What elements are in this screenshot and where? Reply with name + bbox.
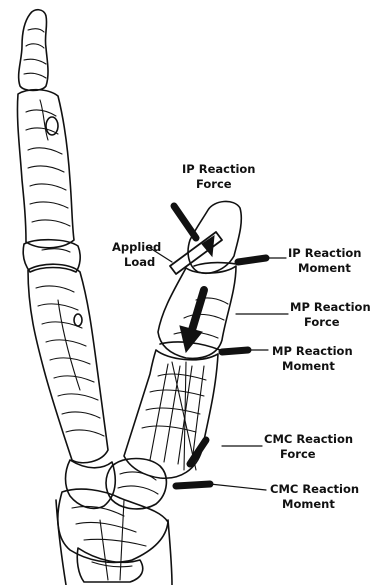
applied-load-line2: Load: [112, 255, 161, 270]
ip-reaction-moment-line2: Moment: [288, 261, 361, 276]
mp-reaction-moment-line1: MP Reaction: [272, 344, 353, 359]
thumb-ip-joint: [194, 263, 236, 266]
ip-reaction-force-line2: Force: [182, 177, 255, 192]
mp-reaction-moment-label: MP Reaction Moment: [272, 344, 353, 374]
leader-cmc-moment: [210, 484, 266, 490]
ip-reaction-moment-arrow: [238, 258, 266, 262]
ip-reaction-force-arrow: [174, 206, 196, 238]
ip-reaction-force-line1: IP Reaction: [182, 162, 255, 177]
ip-reaction-force-label: IP Reaction Force: [182, 162, 255, 192]
mp-reaction-moment-line2: Moment: [272, 359, 353, 374]
mp-reaction-force-line1: MP Reaction: [290, 300, 371, 315]
forearm-outline-2: [168, 520, 172, 585]
ip-reaction-moment-label: IP Reaction Moment: [288, 246, 361, 276]
mp-reaction-force-arrowhead-icon: [180, 326, 202, 352]
mp-reaction-force-shaft: [192, 290, 204, 330]
cmc-reaction-moment-line2: Moment: [270, 497, 359, 512]
applied-load-line1: Applied: [112, 240, 161, 255]
cmc-reaction-moment-label: CMC Reaction Moment: [270, 482, 359, 512]
index-metacarpal: [66, 460, 116, 508]
cmc-reaction-force-label: CMC Reaction Force: [264, 432, 353, 462]
cmc-reaction-force-line1: CMC Reaction: [264, 432, 353, 447]
cmc-reaction-moment-arrow: [176, 484, 210, 486]
mp-reaction-moment-arrow: [222, 350, 248, 352]
mp-reaction-force-label: MP Reaction Force: [290, 300, 371, 330]
lower-carpal: [77, 548, 143, 582]
cmc-reaction-force-line2: Force: [264, 447, 353, 462]
index-distal-phalanx: [19, 10, 48, 91]
applied-load-label: Applied Load: [112, 240, 161, 270]
ip-reaction-moment-line1: IP Reaction: [288, 246, 361, 261]
cmc-reaction-moment-line1: CMC Reaction: [270, 482, 359, 497]
mp-reaction-force-line2: Force: [290, 315, 371, 330]
index-nodule-2: [74, 314, 82, 326]
index-nodule: [46, 117, 58, 135]
index-finger: [17, 10, 115, 509]
